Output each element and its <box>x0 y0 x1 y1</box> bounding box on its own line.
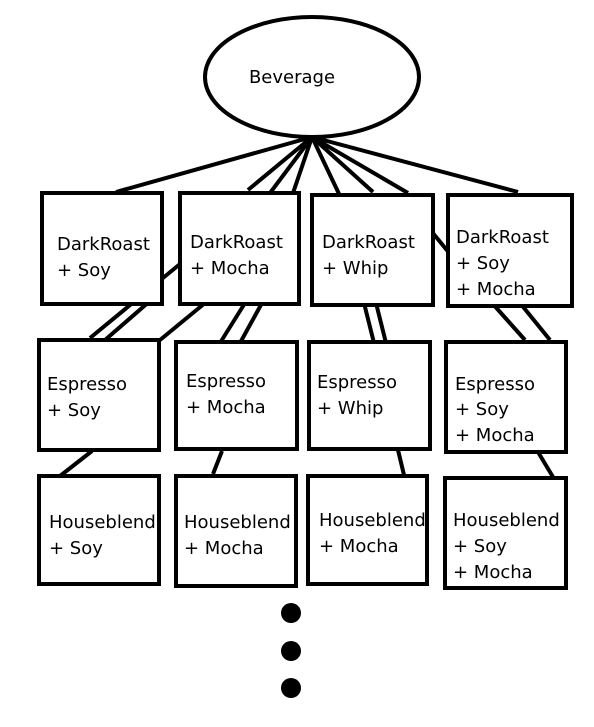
connector-line <box>103 299 152 342</box>
node-darkroast-mocha: DarkRoast + Mocha <box>178 191 301 306</box>
node-label-line: Houseblend <box>319 510 426 531</box>
connector-line <box>290 136 314 197</box>
node-houseblend-soy-mocha: Houseblend + Soy + Mocha <box>443 476 568 590</box>
node-label-line: + Mocha <box>456 279 536 300</box>
node-espresso-soy: Espresso + Soy <box>37 338 161 452</box>
node-box <box>37 338 161 452</box>
node-espresso-mocha: Espresso + Mocha <box>174 340 299 451</box>
node-box <box>178 191 301 306</box>
node-label-line: + Soy <box>456 253 510 274</box>
node-houseblend-mocha: Houseblend + Mocha <box>174 474 298 588</box>
node-label-line: DarkRoast <box>190 232 283 253</box>
root-node: Beverage <box>203 15 421 139</box>
node-label-line: + Mocha <box>186 397 266 418</box>
continuation-dot <box>281 641 301 661</box>
connector-line <box>310 136 342 197</box>
connector-line <box>310 135 410 195</box>
node-label-line: + Mocha <box>190 258 270 279</box>
connector-line <box>311 135 519 194</box>
node-label-line: DarkRoast <box>57 234 150 255</box>
node-box <box>174 340 299 451</box>
root-ellipse <box>203 15 421 139</box>
root-label: Beverage <box>249 67 335 88</box>
node-box <box>40 191 164 306</box>
node-houseblend-mocha-2: Houseblend + Mocha <box>306 474 429 586</box>
node-label-line: + Soy <box>455 399 509 420</box>
node-label-line: DarkRoast <box>322 232 415 253</box>
node-label-line: DarkRoast <box>456 227 549 248</box>
connector-line <box>268 135 314 195</box>
node-label-line: Espresso <box>455 374 535 395</box>
connector-line <box>518 301 552 342</box>
continuation-ellipsis <box>281 603 301 698</box>
connector-line <box>536 450 555 479</box>
node-label-line: + Mocha <box>455 425 535 446</box>
node-box <box>307 340 432 451</box>
connector-line <box>362 302 376 344</box>
connector-line <box>115 135 313 194</box>
connector-line <box>246 135 314 192</box>
node-label-line: Espresso <box>317 372 397 393</box>
node-label-line: + Whip <box>317 398 383 419</box>
connectors <box>58 135 555 479</box>
node-box <box>174 474 298 588</box>
connector-line <box>238 302 264 344</box>
node-label-line: Espresso <box>47 374 127 395</box>
connector-line <box>396 449 406 476</box>
node-espresso-soy-mocha: Espresso + Soy + Mocha <box>444 340 568 454</box>
node-label-line: + Soy <box>57 260 111 281</box>
node-label-line: + Soy <box>47 400 101 421</box>
connector-line <box>374 302 388 344</box>
node-box <box>444 340 568 454</box>
continuation-dot <box>281 678 301 698</box>
node-box <box>443 476 568 590</box>
connector-line <box>490 301 527 342</box>
node-box <box>446 193 574 308</box>
node-label-line: + Mocha <box>453 562 533 583</box>
connector-line <box>218 301 247 345</box>
connector-line <box>211 450 224 475</box>
node-box <box>310 193 435 307</box>
node-box <box>37 474 161 586</box>
node-label-line: Houseblend <box>453 510 560 531</box>
node-label-line: + Whip <box>322 258 388 279</box>
node-label-line: + Mocha <box>319 536 399 557</box>
node-label-line: Houseblend <box>49 512 156 533</box>
node-box <box>306 474 429 586</box>
connector-line <box>310 135 375 194</box>
connector-line <box>158 301 207 342</box>
node-darkroast-soy: DarkRoast + Soy <box>40 191 164 306</box>
node-label-line: + Soy <box>453 536 507 557</box>
node-houseblend-soy: Houseblend + Soy <box>37 474 161 586</box>
node-label-line: + Mocha <box>184 538 264 559</box>
node-espresso-whip: Espresso + Whip <box>307 340 432 451</box>
node-label-line: Espresso <box>186 371 266 392</box>
node-darkroast-soy-mocha: DarkRoast + Soy + Mocha <box>446 193 574 308</box>
node-darkroast-whip: DarkRoast + Whip <box>310 193 435 307</box>
connector-line <box>58 449 94 478</box>
node-label-line: + Soy <box>49 538 103 559</box>
continuation-dot <box>281 603 301 623</box>
node-label-line: Houseblend <box>184 512 291 533</box>
